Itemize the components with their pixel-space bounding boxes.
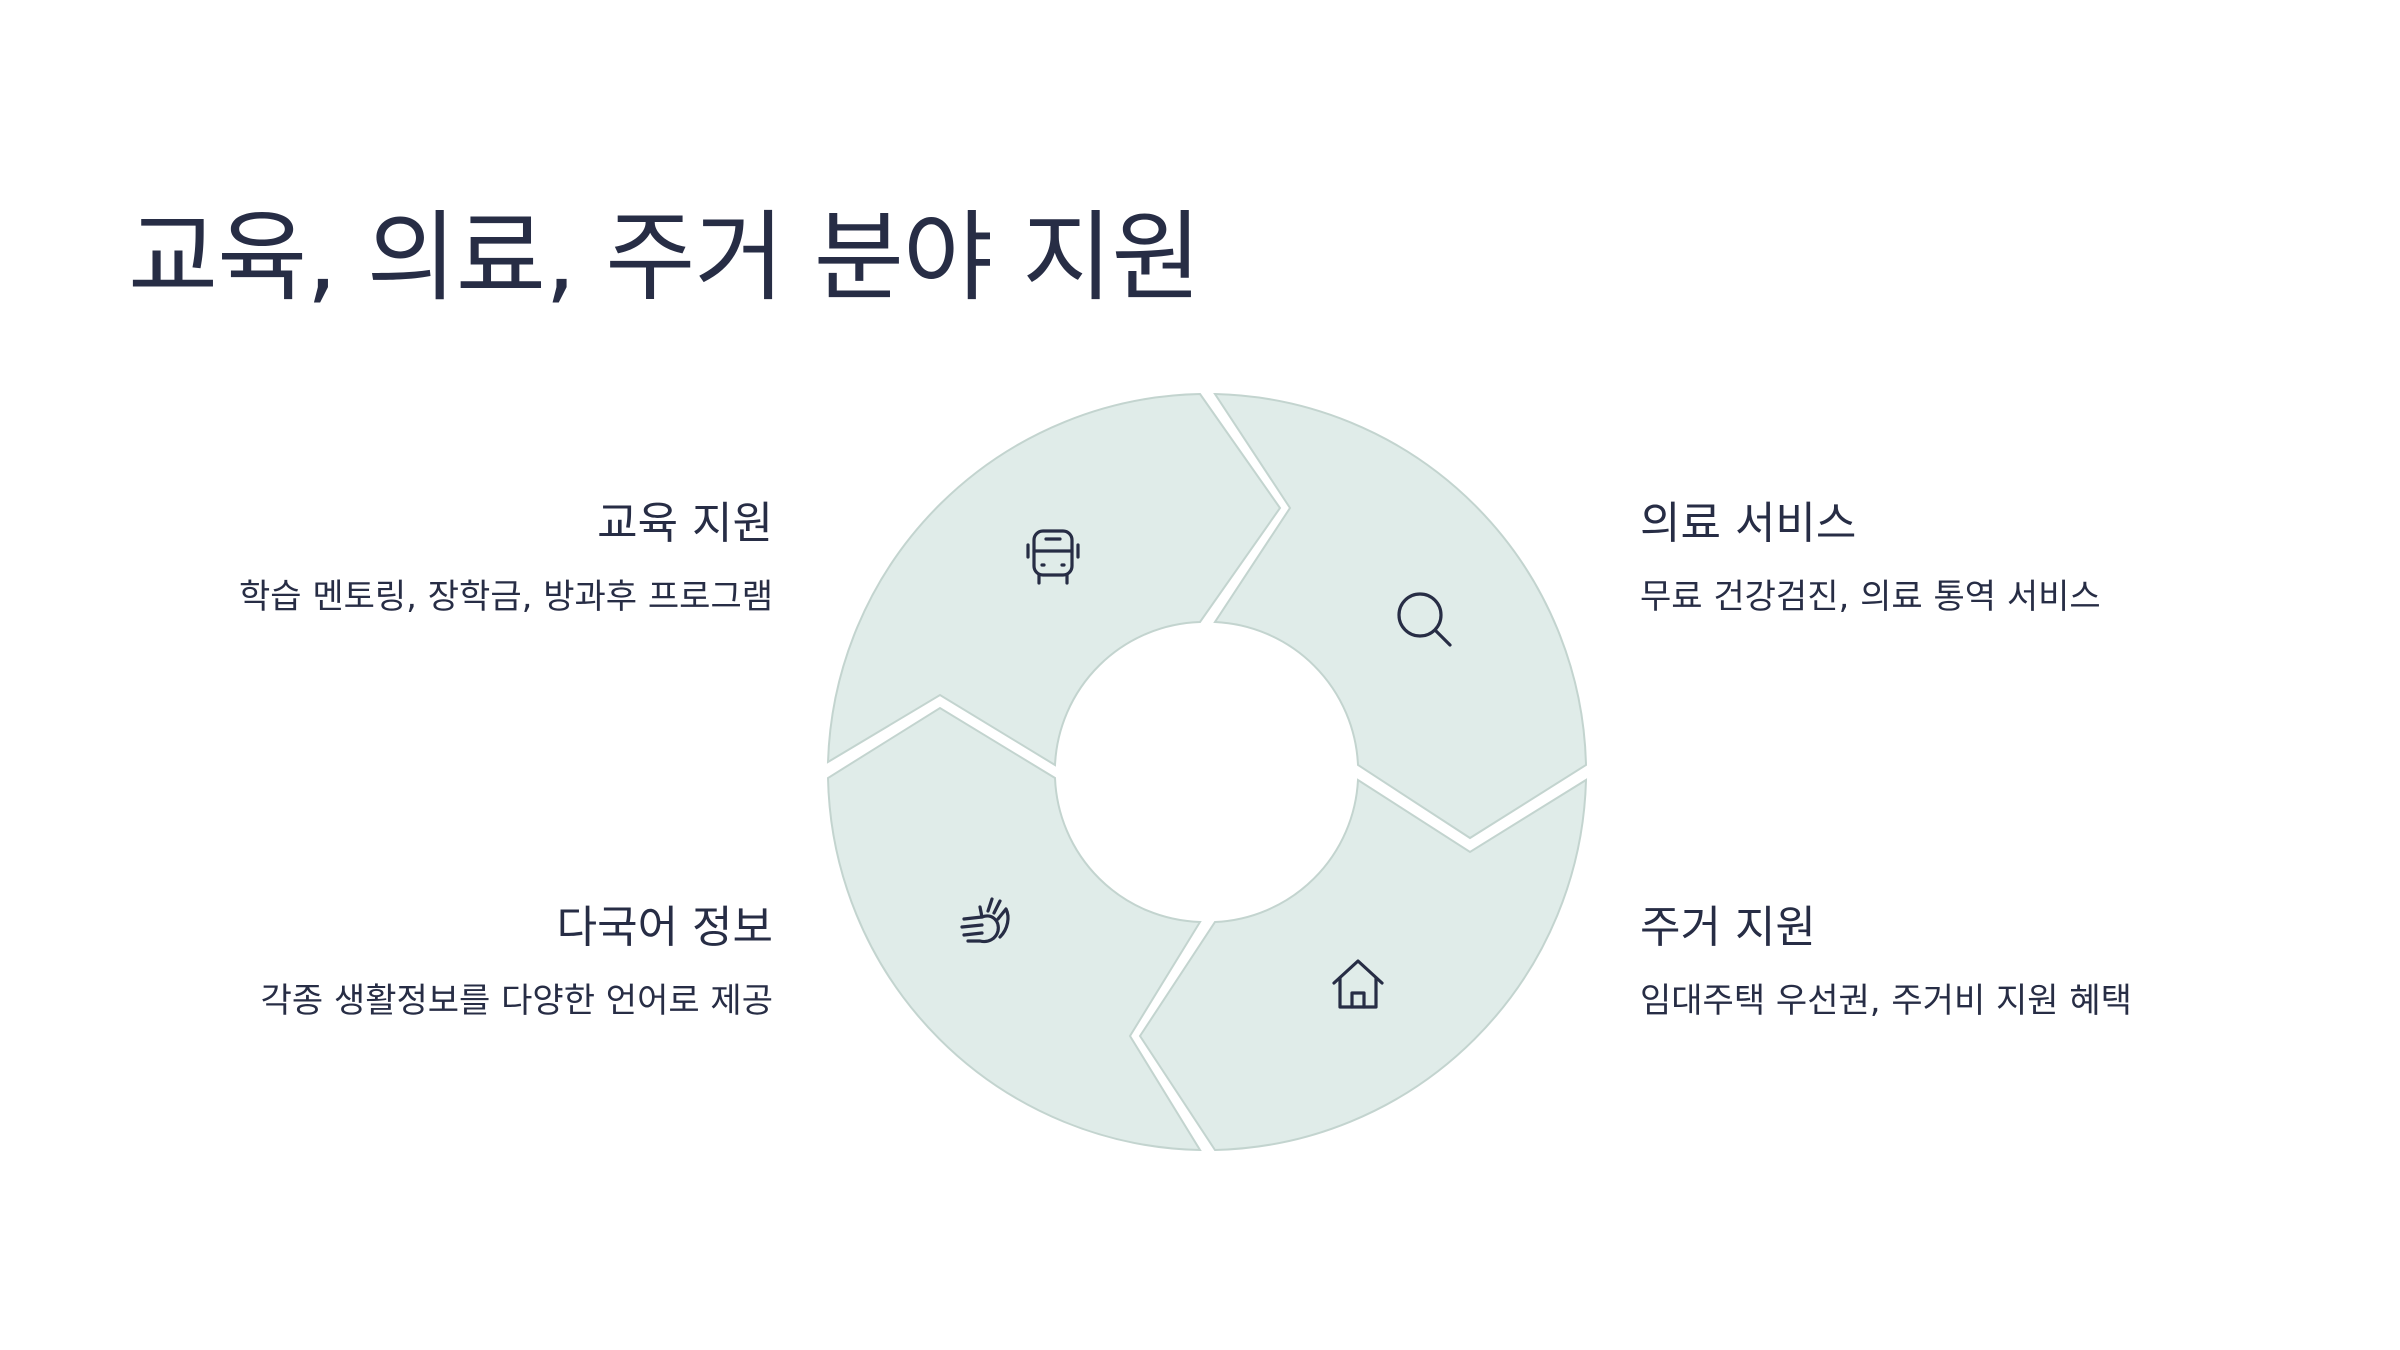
house-icon <box>1332 959 1384 1009</box>
item-multilingual: 다국어 정보 각종 생활정보를 다양한 언어로 제공 <box>73 902 773 1023</box>
item-title: 주거 지원 <box>1640 902 1816 953</box>
school-bus-icon <box>1026 529 1080 585</box>
segment-multilingual <box>826 706 1202 1152</box>
page-title: 교육, 의료, 주거 분야 지원 <box>128 201 1202 315</box>
item-title: 다국어 정보 <box>556 902 773 953</box>
item-title: 의료 서비스 <box>1640 498 1857 549</box>
hand-sign-icon <box>960 897 1010 944</box>
magnifier-icon <box>1397 592 1452 647</box>
item-medical: 의료 서비스 무료 건강검진, 의료 통역 서비스 <box>1640 498 2340 619</box>
item-desc: 임대주택 우선권, 주거비 지원 혜택 <box>1640 980 2132 1021</box>
segment-education <box>826 392 1282 767</box>
item-education: 교육 지원 학습 멘토링, 장학금, 방과후 프로그램 <box>73 498 773 619</box>
item-desc: 학습 멘토링, 장학금, 방과후 프로그램 <box>238 576 773 617</box>
item-desc: 무료 건강검진, 의료 통역 서비스 <box>1640 576 2101 617</box>
item-title: 교육 지원 <box>597 498 773 549</box>
item-desc: 각종 생활정보를 다양한 언어로 제공 <box>260 980 773 1021</box>
item-housing: 주거 지원 임대주택 우선권, 주거비 지원 혜택 <box>1640 902 2340 1023</box>
